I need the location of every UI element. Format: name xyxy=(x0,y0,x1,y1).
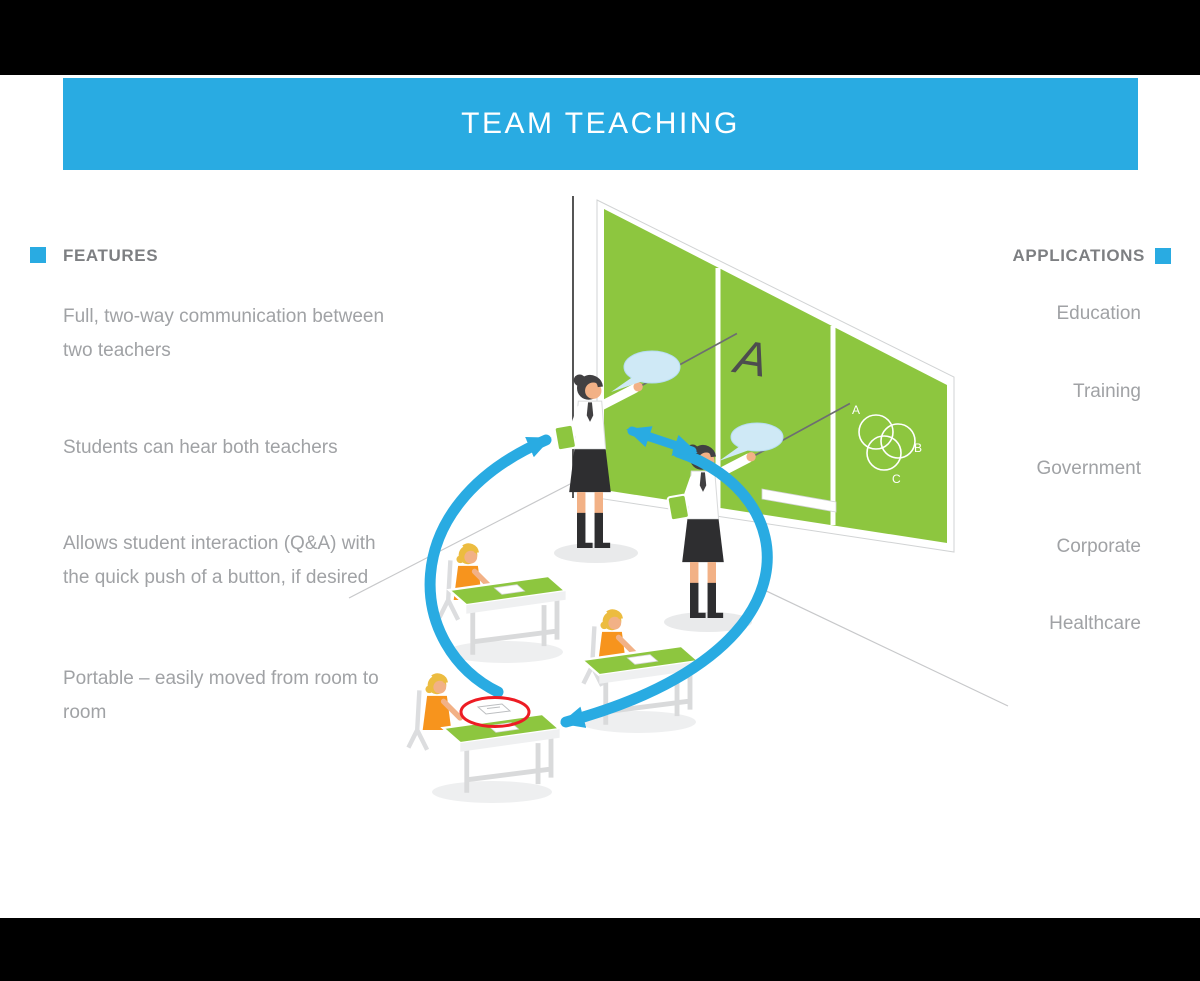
board-tray xyxy=(761,488,837,513)
title-banner: TEAM TEACHING xyxy=(63,78,1138,170)
shadow xyxy=(447,641,563,663)
venn-label-a: A xyxy=(852,403,860,417)
applications-heading-row: APPLICATIONS xyxy=(1012,246,1171,266)
application-item: Government xyxy=(1036,458,1141,479)
student-3 xyxy=(408,675,460,749)
application-item: Education xyxy=(1056,303,1141,324)
shadow xyxy=(580,711,696,733)
application-item: Training xyxy=(1073,381,1141,402)
feature-item: Portable – easily moved from room to roo… xyxy=(63,668,379,723)
red-highlight-circle xyxy=(459,696,531,728)
feature-item: Full, two-way communication between two … xyxy=(63,306,385,361)
floor-line-left xyxy=(348,481,575,599)
shadow xyxy=(432,781,552,803)
venn-diagram xyxy=(858,414,916,471)
applications-bullet-icon xyxy=(1155,248,1171,264)
features-heading: FEATURES xyxy=(63,246,159,265)
speech-bubble-1 xyxy=(611,350,681,392)
application-item: Healthcare xyxy=(1049,613,1141,634)
shadow xyxy=(554,543,638,563)
features-bullet-icon xyxy=(30,247,46,263)
floor-line-right xyxy=(759,587,1009,707)
feature-item: Students can hear both teachers xyxy=(63,437,338,458)
push-button-highlight xyxy=(459,696,531,728)
arrow-teacher-to-students xyxy=(560,446,773,728)
arrow-between-teachers xyxy=(626,426,698,456)
feature-item: Allows student interaction (Q&A) with th… xyxy=(63,533,376,588)
application-item: Corporate xyxy=(1056,536,1142,557)
venn-label-b: B xyxy=(914,441,922,455)
arrow-students-to-teacher xyxy=(424,434,552,698)
venn-label-c: C xyxy=(892,472,901,486)
communication-arrows xyxy=(424,426,773,728)
page-title: TEAM TEACHING xyxy=(461,107,740,140)
shadow xyxy=(664,612,752,632)
applications-heading: APPLICATIONS xyxy=(1012,246,1145,265)
speech-bubble-2 xyxy=(719,422,784,461)
tablet-device xyxy=(476,703,512,715)
